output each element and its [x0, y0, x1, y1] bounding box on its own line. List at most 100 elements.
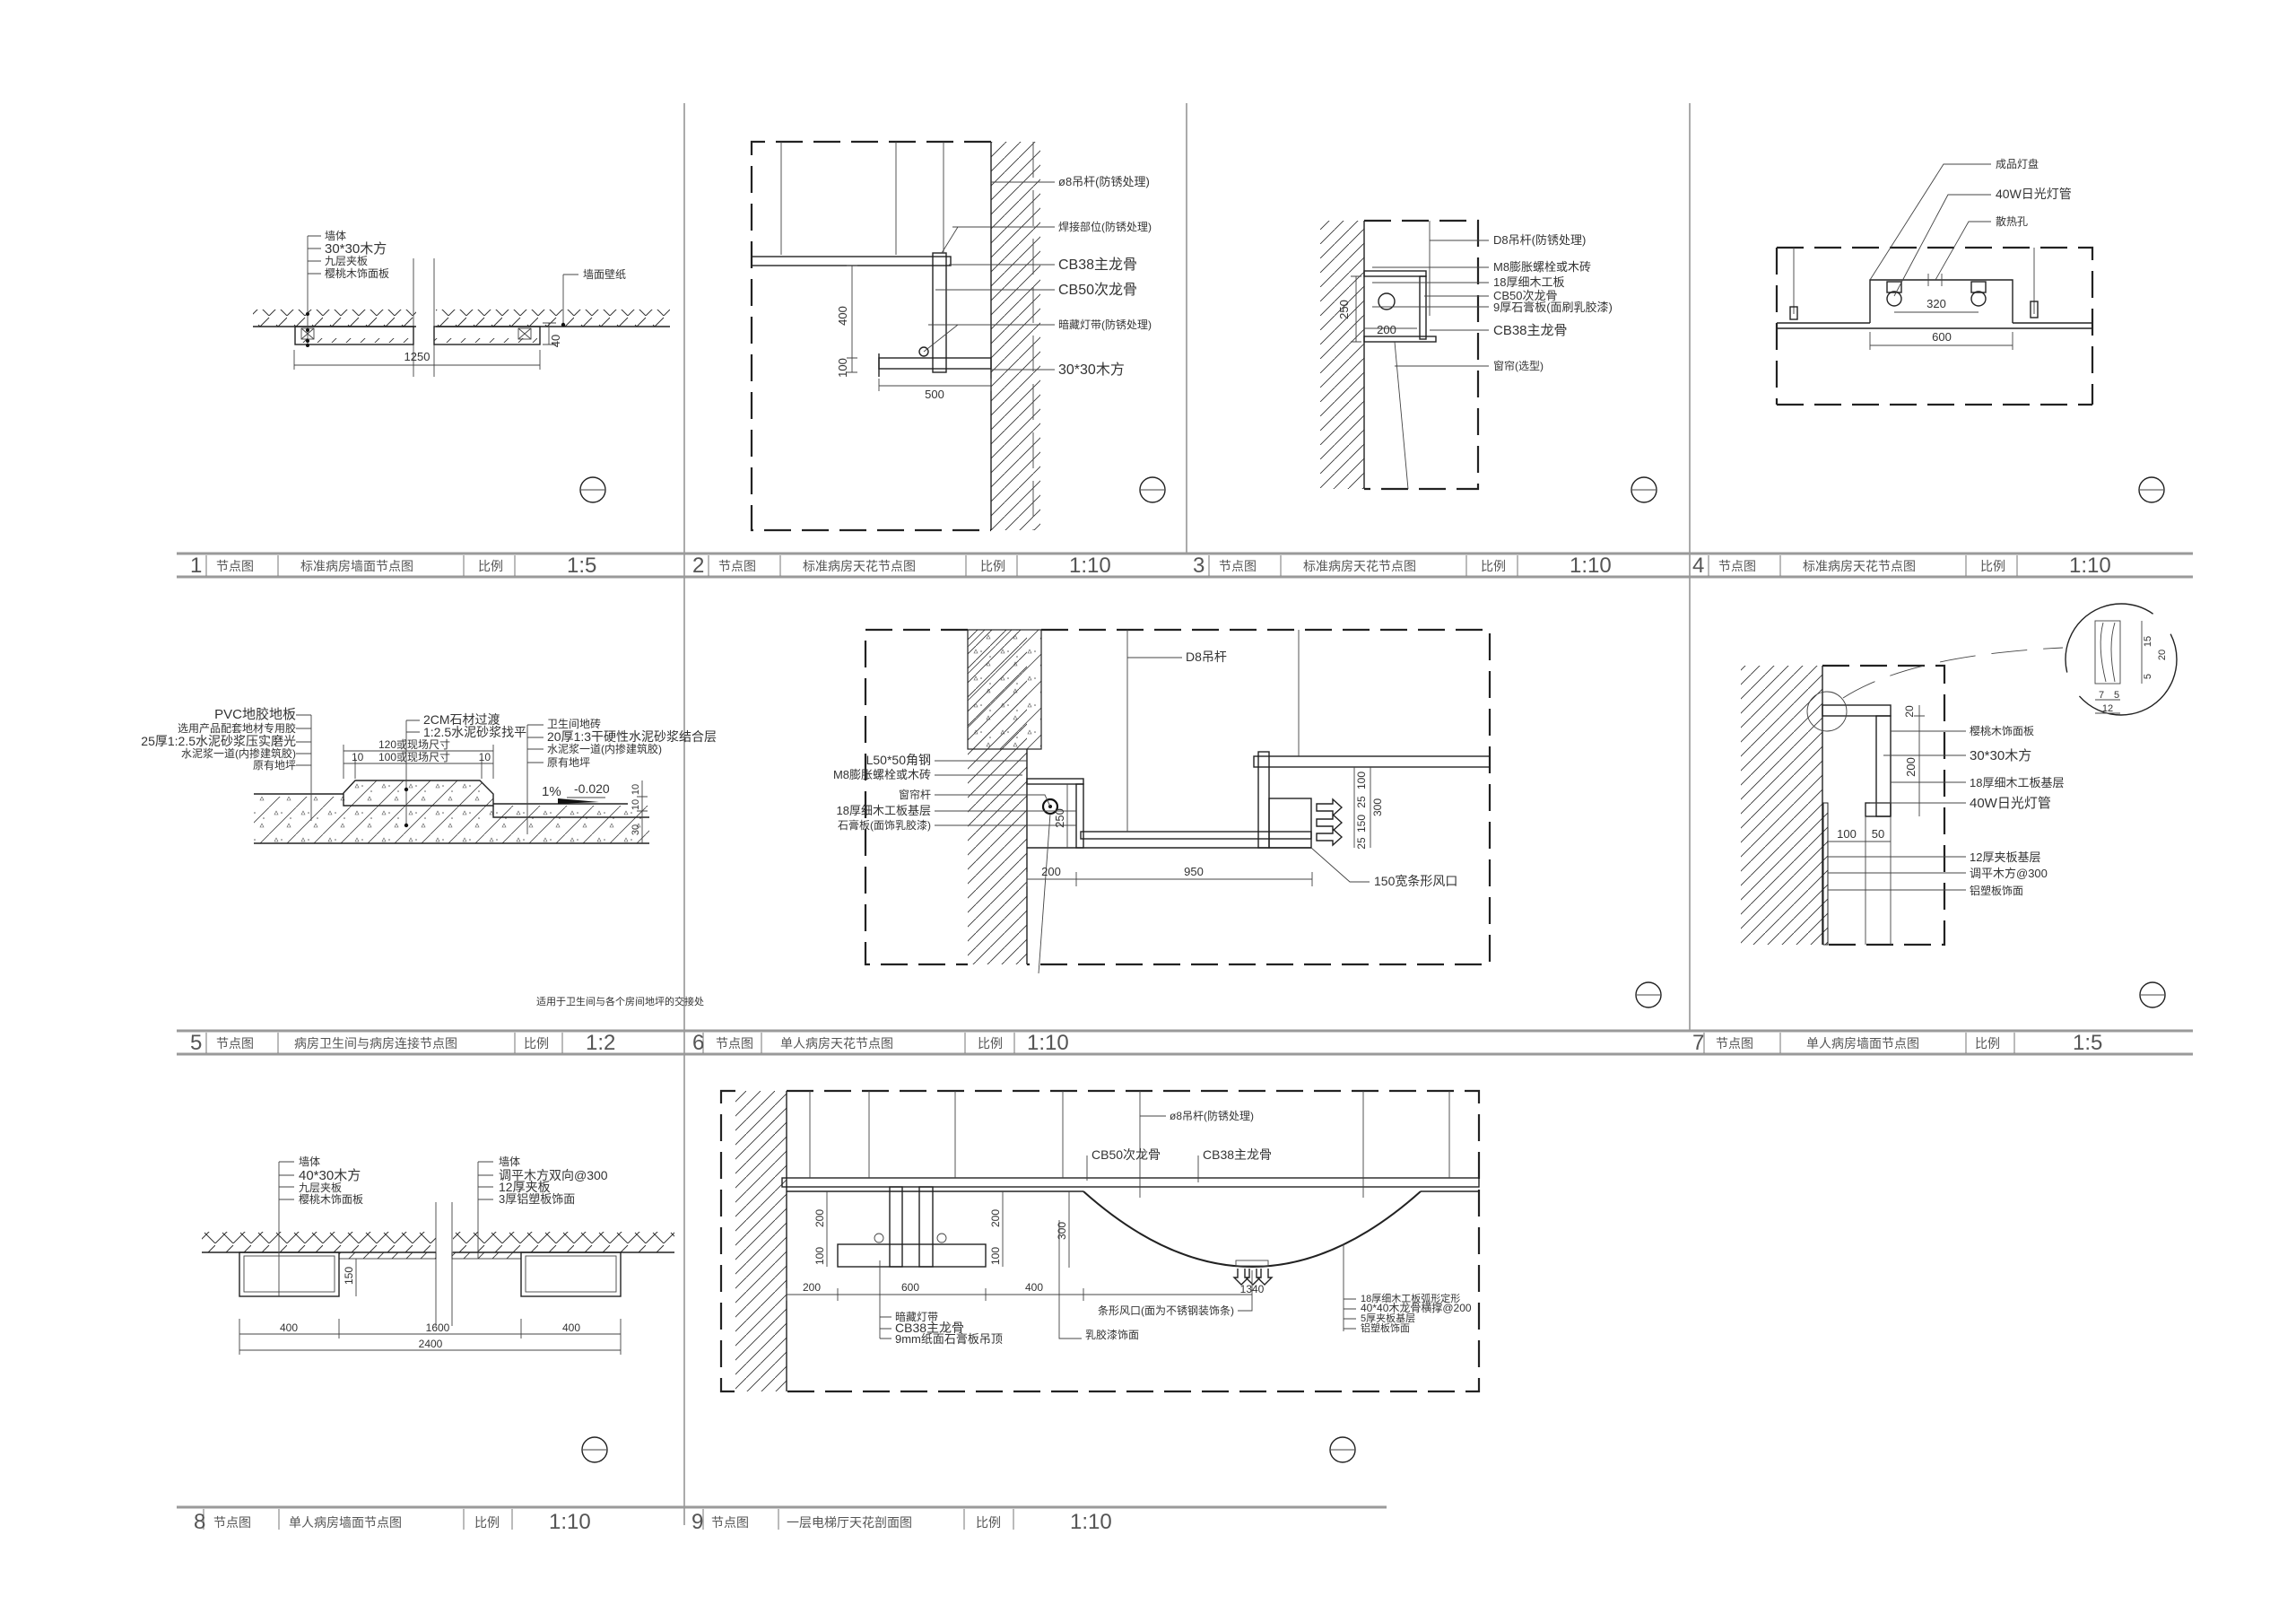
annotation-label: 2CM石材过渡	[423, 712, 500, 727]
dimension-label: 200	[1377, 323, 1396, 336]
dimension-label: 250	[1337, 300, 1351, 319]
dimension-label: 5	[2143, 674, 2153, 679]
annotation-label: 九层夹板	[299, 1182, 342, 1194]
annotation-label: M8膨胀螺栓或木砖	[833, 768, 931, 781]
annotation-label: 1:2.5水泥砂浆找平	[423, 725, 526, 739]
annotation-label: CB50次龙骨	[1058, 282, 1137, 298]
annotation-label: 水泥浆一道(内掺建筑胶)	[181, 746, 296, 760]
dimension-label: 100	[1837, 827, 1857, 841]
detail-5-bathroom-floor-junction	[254, 714, 649, 844]
dimension-label: 20	[2157, 650, 2168, 660]
annotation-label: 12厚夹板基层	[1970, 850, 2040, 864]
title-block-type: 节点图	[716, 1036, 753, 1051]
annotation-label: 卫生间地砖	[547, 717, 601, 730]
dimension-label: 600	[901, 1281, 919, 1294]
dimension-label: 2400	[419, 1338, 443, 1350]
title-block-scale: 1:10	[2069, 554, 2111, 578]
title-block-scale-label: 比例	[1980, 559, 2005, 573]
title-block-title: 标准病房天花节点图	[1803, 559, 1916, 573]
annotation-label: 暗藏灯带	[895, 1310, 938, 1323]
dimension-label: 1600	[426, 1321, 450, 1334]
annotation-label: 墙体	[325, 230, 346, 242]
title-block-type: 节点图	[1716, 1036, 1753, 1051]
annotation-label: 18厚细木工板基层	[837, 804, 931, 817]
annotation-label: 1%	[542, 784, 561, 799]
detail-1-standard-ward-wall	[253, 235, 670, 503]
dimension-label: 100或现场尺寸	[378, 751, 450, 763]
dimension-label: 400	[1025, 1281, 1043, 1294]
dimension-label: 100	[836, 358, 849, 378]
dimension-label: 7	[2099, 690, 2104, 701]
dimension-label: 10	[631, 799, 641, 810]
title-block-num: 3	[1193, 554, 1205, 578]
annotation-label: CB38主龙骨	[1493, 323, 1568, 338]
dimension-label: 200	[1904, 757, 1918, 777]
annotation-label: PVC地胶地板	[214, 706, 296, 722]
title-block-type: 节点图	[216, 1036, 254, 1051]
title-block-num: 9	[691, 1510, 703, 1534]
dimension-label: 100	[1355, 772, 1368, 789]
annotation-label: CB50次龙骨	[1091, 1147, 1161, 1162]
dimension-label: 600	[1932, 330, 1952, 344]
annotation-label: D8吊杆	[1186, 650, 1227, 664]
title-block-type: 节点图	[216, 559, 254, 573]
dimension-label: 1250	[404, 350, 430, 363]
dimension-label: 1340	[1240, 1283, 1265, 1295]
dimension-label: 10	[631, 784, 641, 795]
title-block-scale-label: 比例	[978, 1036, 1003, 1051]
annotation-label: 石膏板(面饰乳胶漆)	[838, 818, 931, 832]
annotation-label: 30*30木方	[1970, 748, 2031, 763]
annotation-label: 20厚1:3干硬性水泥砂浆结合层	[547, 729, 717, 744]
annotation-label: ø8吊杆(防锈处理)	[1170, 1109, 1254, 1122]
annotation-label: 选用产品配套地材专用胶	[178, 721, 296, 735]
annotation-label: 窗帘(选型)	[1493, 359, 1544, 372]
title-block-type: 节点图	[213, 1515, 251, 1530]
dimension-label: 200	[989, 1209, 1002, 1227]
dimension-label: 25	[1355, 837, 1368, 850]
title-block-title: 标准病房天花节点图	[1303, 559, 1416, 573]
detail-marker-icon	[2138, 476, 2165, 503]
title-block-title: 单人病房天花节点图	[780, 1036, 893, 1051]
dimension-label: 120或现场尺寸	[378, 738, 450, 751]
annotation-label: 水泥浆一道(内掺建筑胶)	[547, 742, 662, 755]
vent-arrows-icon	[1232, 1269, 1274, 1286]
dimension-label: 20	[1903, 705, 1916, 718]
dimension-label: 150	[343, 1267, 355, 1285]
annotation-label: 3厚铝塑板饰面	[499, 1192, 575, 1206]
light-fixture-icon	[1886, 281, 1902, 307]
dimension-label: 100	[813, 1247, 826, 1265]
annotation-label: 18厚细木工板弧形定形	[1361, 1292, 1460, 1304]
dimension-label: 400	[280, 1321, 298, 1334]
detail-9-elevator-hall-ceiling-section	[719, 1089, 1481, 1463]
title-block-scale: 1:5	[567, 554, 596, 578]
annotation-label: 12厚夹板	[499, 1180, 551, 1194]
title-block-scale-label: 比例	[976, 1515, 1001, 1530]
dimension-label: 10	[352, 751, 364, 763]
title-block-scale: 1:5	[2073, 1031, 2102, 1055]
title-block-scale: 1:10	[1070, 1510, 1112, 1534]
dimension-label: 400	[836, 306, 849, 326]
title-block-scale-label: 比例	[524, 1036, 549, 1051]
annotation-label: 9厚石膏板(面刷乳胶漆)	[1493, 301, 1613, 314]
detail-marker-icon	[579, 476, 606, 503]
dimension-label: 12	[2102, 703, 2113, 714]
annotation-label: 窗帘杆	[899, 788, 931, 801]
dimension-label: 500	[925, 388, 944, 401]
detail-marker-icon	[1329, 1436, 1356, 1463]
annotation-label: 成品灯盘	[1996, 157, 2039, 170]
detail-8-single-ward-wall	[202, 1161, 674, 1463]
annotation-label: 18厚细木工板	[1493, 275, 1564, 289]
title-block-title: 单人病房墙面节点图	[289, 1515, 402, 1530]
title-block-scale-label: 比例	[1975, 1036, 2000, 1051]
vent-arrows-icon	[1316, 798, 1344, 847]
title-block-scale: 1:10	[1027, 1031, 1069, 1055]
annotation-label: 5厚夹板基层	[1361, 1312, 1415, 1324]
annotation-label: 原有地坪	[547, 756, 590, 769]
annotation-label: D8吊杆(防锈处理)	[1493, 233, 1586, 247]
